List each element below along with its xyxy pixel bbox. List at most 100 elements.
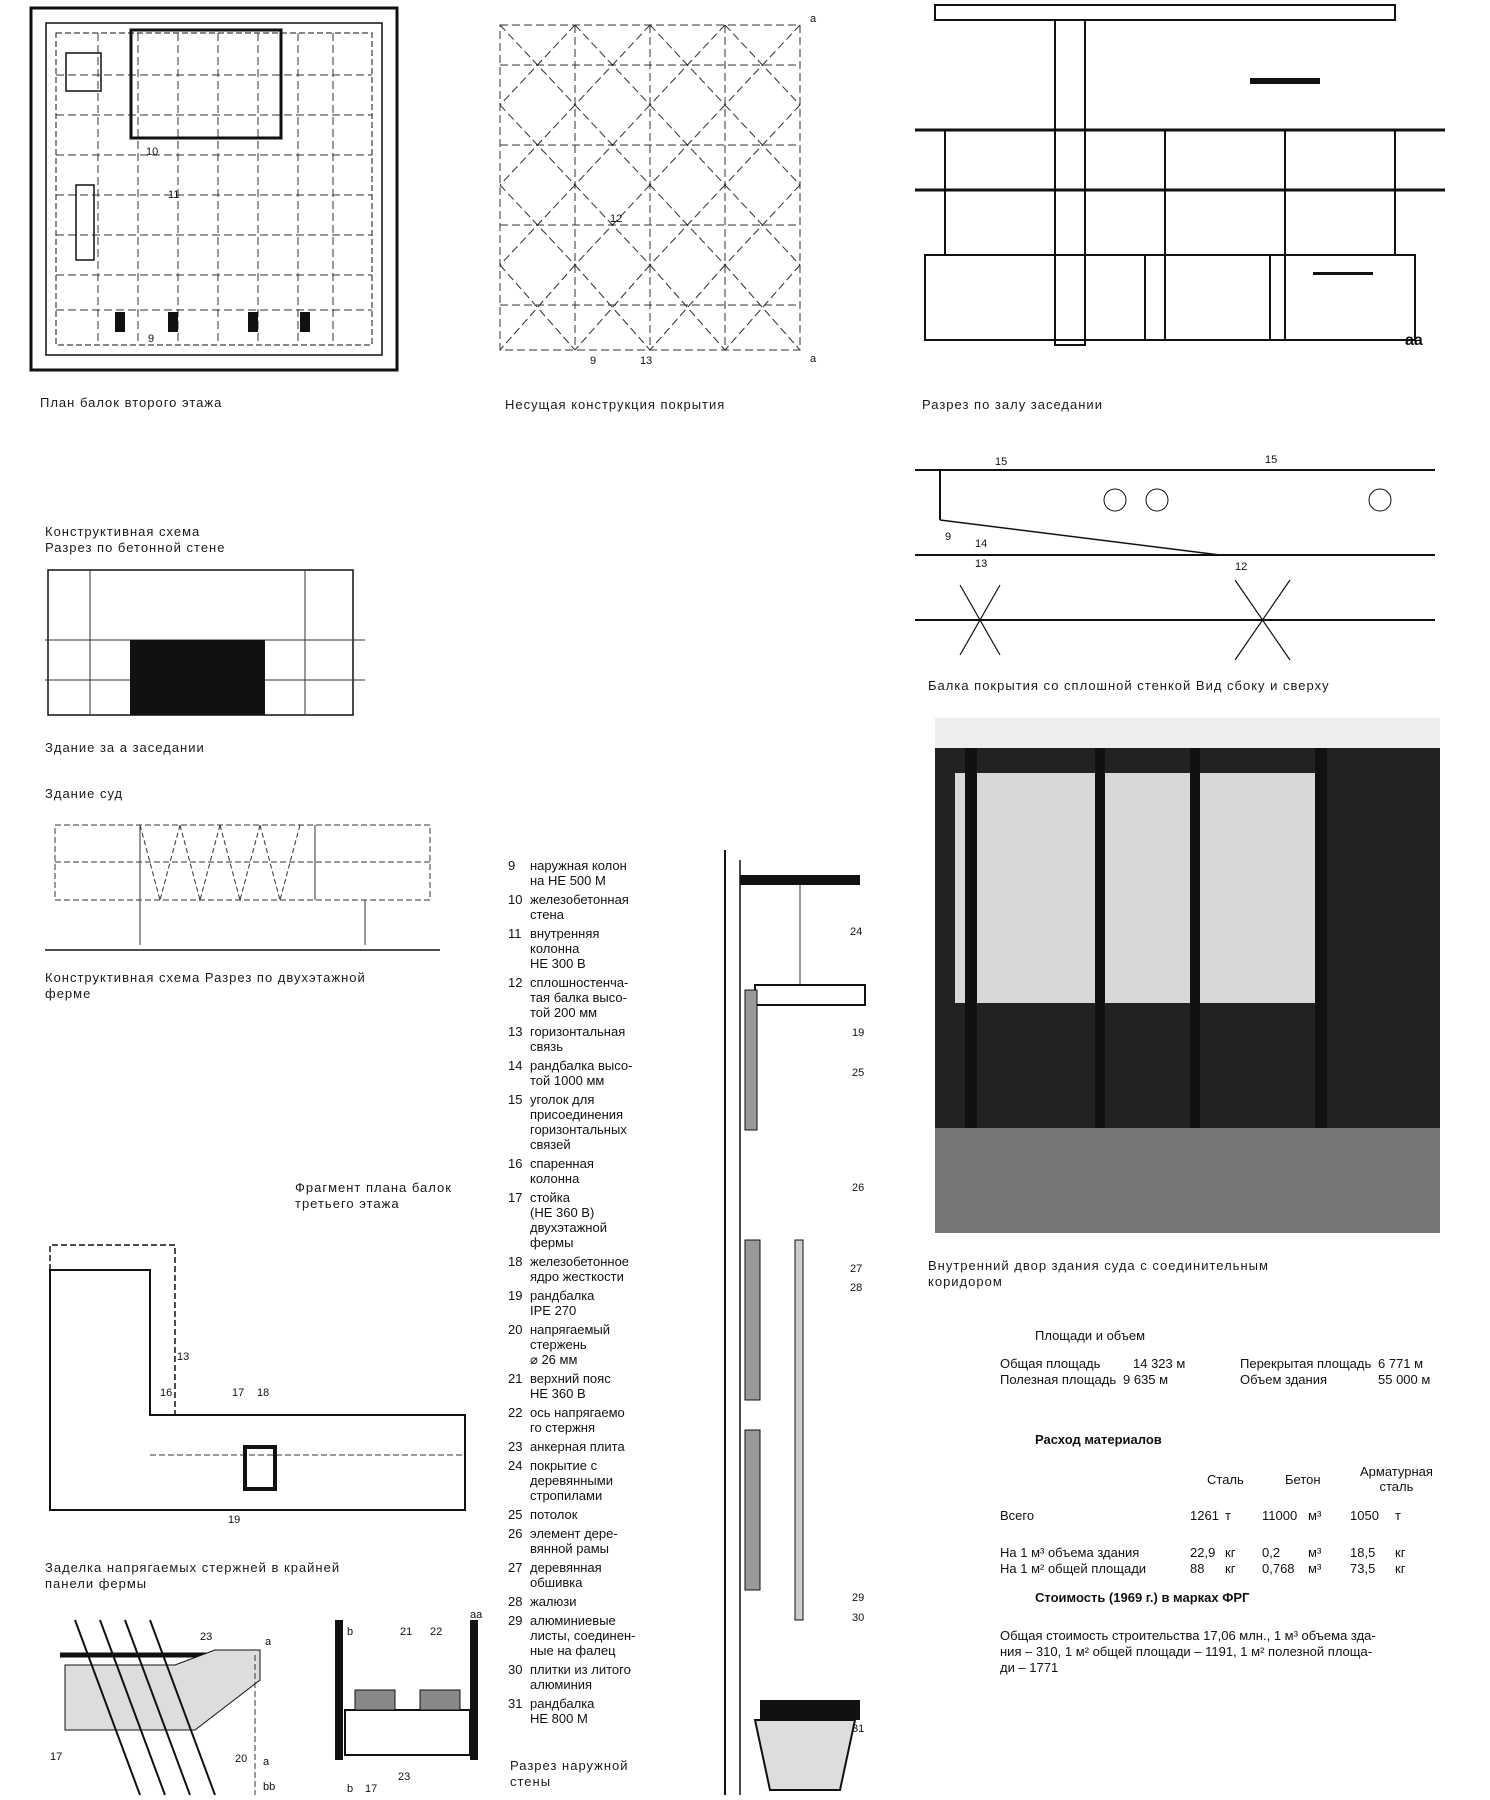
legend-number: 27: [508, 1560, 523, 1575]
legend-number: 9: [508, 858, 516, 873]
label-20: 20: [235, 1753, 247, 1765]
label-a-top: a: [810, 13, 817, 25]
caption-section-wall: Разрез наружной стены: [510, 1758, 629, 1789]
label-22: 22: [430, 1626, 442, 1638]
label-13: 13: [640, 355, 652, 367]
area-useful-label: Полезная площадь: [1000, 1372, 1117, 1387]
label-24: 24: [850, 926, 862, 938]
materials-cell: На 1 м² общей площади: [1000, 1561, 1147, 1576]
label-a-bottom: a: [810, 353, 817, 365]
legend-text: рандбалка IPE 270: [530, 1288, 595, 1318]
area-useful-value: 9 635 м: [1123, 1372, 1169, 1387]
legend-text: горизонтальная связь: [530, 1024, 626, 1054]
label-15b: 15: [1265, 454, 1277, 466]
legend-number: 15: [508, 1092, 523, 1107]
label-b-top: b: [347, 1626, 353, 1638]
legend-item: 25 потолок: [508, 1507, 658, 1522]
label-a-detail2: a: [263, 1756, 270, 1768]
materials-cell: т: [1225, 1508, 1231, 1523]
scheme-concrete-drawing: [45, 569, 365, 716]
materials-cell: Всего: [1000, 1508, 1035, 1523]
label-9: 9: [148, 333, 154, 345]
legend-item: 16 спаренная колонна: [508, 1156, 658, 1186]
legend-text: потолок: [530, 1507, 578, 1522]
label-13c: 13: [177, 1351, 189, 1363]
materials-cell: т: [1395, 1508, 1401, 1523]
label-23b: 23: [398, 1771, 410, 1783]
label-a-detail: a: [265, 1636, 272, 1648]
cost-text: Общая стоимость строительства 17,06 млн.…: [1000, 1628, 1376, 1675]
label-18: 18: [257, 1387, 269, 1399]
legend-number: 24: [508, 1458, 523, 1473]
label-17b: 17: [50, 1751, 62, 1763]
label-19: 19: [228, 1514, 240, 1526]
label-23: 23: [200, 1631, 212, 1643]
roof-beam-drawing: 15 15 9 14 13 12: [915, 454, 1435, 661]
area-total-label: Общая площадь: [1000, 1356, 1101, 1371]
legend-number: 13: [508, 1024, 523, 1039]
label-17c: 17: [365, 1783, 377, 1795]
legend-item: 13 горизонтальная связь: [508, 1024, 658, 1054]
legend-text: жалюзи: [530, 1594, 577, 1609]
legend-number: 22: [508, 1405, 523, 1420]
caption-photo: Внутренний двор здания суда с соединител…: [928, 1258, 1269, 1289]
caption-anchoring: Заделка напрягаемых стержней в крайней п…: [45, 1560, 341, 1591]
materials-cell: 0,2: [1262, 1545, 1281, 1560]
legend-text: железобетонное ядро жесткости: [530, 1254, 630, 1284]
legend-item: 26 элемент дере- вянной рамы: [508, 1526, 658, 1556]
cross-section-drawing: b 21 22 aa 23 b 17: [335, 1609, 483, 1795]
materials-cell: На 1 м³ объема здания: [1000, 1545, 1140, 1560]
legend-text: уголок для присоединения горизонтальных …: [530, 1092, 627, 1152]
cost-title: Стоимость (1969 г.) в марках ФРГ: [1035, 1590, 1250, 1605]
label-29: 29: [852, 1592, 864, 1604]
legend-number: 18: [508, 1254, 523, 1269]
materials-cell: 88: [1190, 1561, 1205, 1576]
materials-cell: кг: [1225, 1545, 1236, 1560]
materials-cell: м³: [1308, 1561, 1322, 1576]
col-steel: Сталь: [1207, 1472, 1244, 1487]
label-16: 16: [160, 1387, 172, 1399]
area-volume-value: 55 000 м: [1378, 1372, 1431, 1387]
legend-item: 18 железобетонное ядро жесткости: [508, 1254, 658, 1284]
materials-cell: кг: [1395, 1545, 1406, 1560]
label-bb: bb: [263, 1781, 275, 1793]
materials-cell: м³: [1308, 1508, 1322, 1523]
fragment-third-drawing: 13 16 17 18 19: [49, 1244, 466, 1526]
legend-text: спаренная колонна: [530, 1156, 594, 1186]
legend-text: элемент дере- вянной рамы: [530, 1526, 618, 1556]
legend-text: алюминиевые листы, соединен- ные на фале…: [530, 1613, 636, 1658]
areas-title: Площади и объем: [1035, 1328, 1146, 1343]
legend-number: 25: [508, 1507, 523, 1522]
materials-cell: 0,768: [1262, 1561, 1295, 1576]
area-volume-label: Объем здания: [1240, 1372, 1328, 1387]
caption-fragment-third: Фрагмент плана балок третьего этажа: [295, 1180, 452, 1211]
materials-cell: 1261: [1190, 1508, 1219, 1523]
legend-text: наружная колон на HE 500 M: [530, 858, 627, 888]
legend-number: 23: [508, 1439, 523, 1454]
label-25: 25: [852, 1067, 864, 1079]
caption-building-hall: Здание за а заседании: [45, 740, 205, 755]
legend-text: плитки из литого алюминия: [530, 1662, 631, 1692]
legend-text: деревянная обшивка: [530, 1560, 602, 1590]
legend-number: 11: [508, 926, 522, 941]
legend-item: 30 плитки из литого алюминия: [508, 1662, 658, 1692]
materials-cell: 73,5: [1350, 1561, 1376, 1576]
legend-number: 10: [508, 892, 523, 907]
anchoring-detail-drawing: 23 a 17 20 a bb: [50, 1619, 275, 1796]
caption-section-hall: Разрез по залу заседании: [922, 397, 1103, 412]
legend-number: 16: [508, 1156, 523, 1171]
courtyard-photo: [935, 718, 1440, 1233]
materials-cell: кг: [1225, 1561, 1236, 1576]
materials-cell: 22,9: [1190, 1545, 1216, 1560]
legend-number: 30: [508, 1662, 523, 1677]
label-26: 26: [852, 1182, 864, 1194]
label-14: 14: [975, 538, 987, 550]
label-21: 21: [400, 1626, 412, 1638]
legend-number: 26: [508, 1526, 523, 1541]
legend-number: 14: [508, 1058, 523, 1073]
label-13b: 13: [975, 558, 987, 570]
